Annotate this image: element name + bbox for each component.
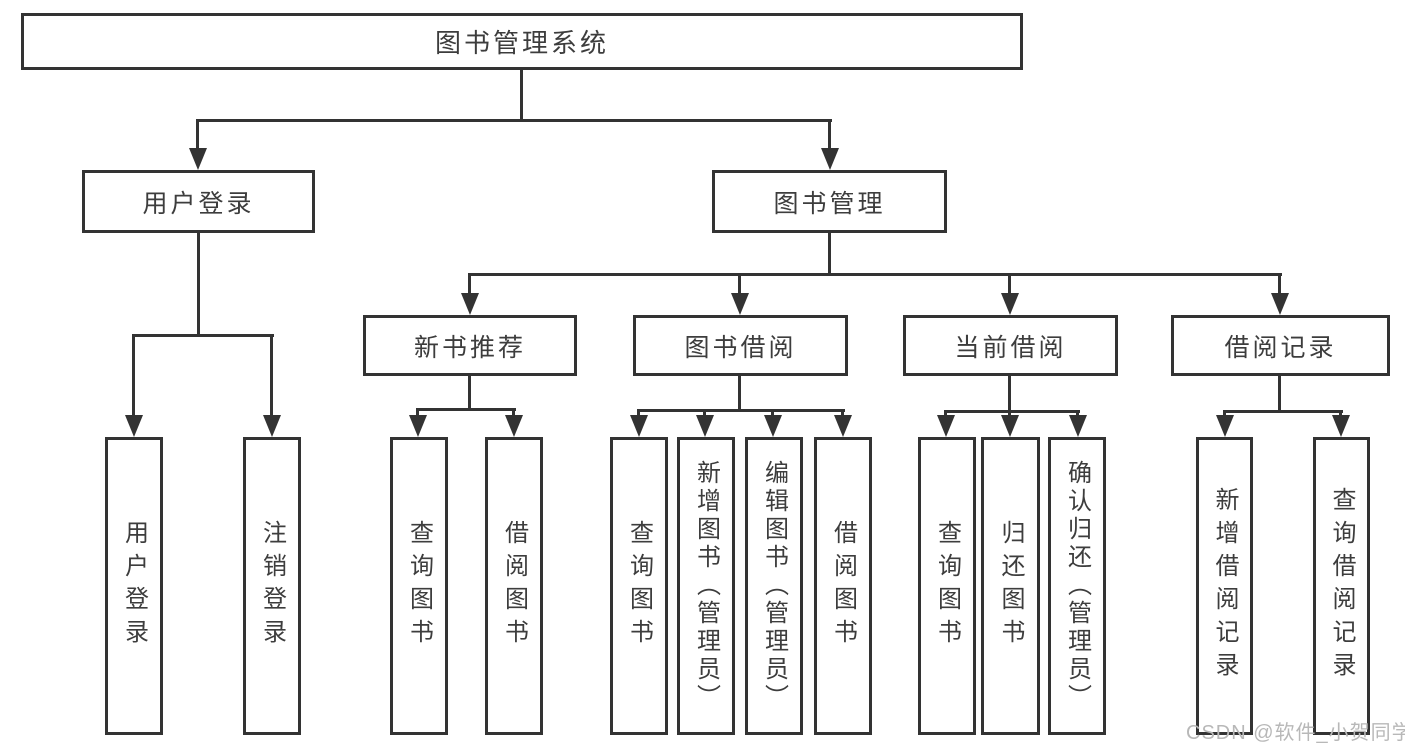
arrow-down-icon (703, 409, 706, 415)
connector-hline (638, 409, 845, 412)
arrow-down-icon (416, 408, 419, 415)
connector-hline (197, 119, 832, 122)
node-label: 图书借阅 (684, 333, 797, 362)
leaf-confirm-return-admin: 确认归还（管理员） (1048, 437, 1106, 735)
leaf-borrow-books: 借阅图书 (814, 437, 872, 735)
leaf-logout: 注销登录 (243, 437, 301, 735)
leaf-return-books: 归还图书 (981, 437, 1040, 735)
leaf-add-borrow-record: 新增借阅记录 (1196, 437, 1253, 735)
arrow-down-icon (828, 119, 831, 148)
node-current-borrow: 当前借阅 (903, 315, 1118, 376)
connector-vline (828, 233, 831, 276)
node-label: 查询图书 (405, 520, 433, 652)
arrow-down-icon (270, 334, 273, 415)
connector-vline (468, 376, 471, 411)
node-user-login: 用户登录 (82, 170, 315, 233)
connector-hline (469, 273, 1282, 276)
node-label: 编辑图书（管理员） (760, 460, 788, 712)
leaf-query-books-newbooks: 查询图书 (390, 437, 448, 735)
csdn-watermark: CSDN @软件_小贺同学 (1186, 722, 1405, 744)
node-label: 注销登录 (258, 520, 286, 652)
leaf-query-books-current: 查询图书 (918, 437, 976, 735)
connector-vline (738, 376, 741, 412)
node-label: 借阅记录 (1224, 333, 1337, 362)
connector-vline (1278, 376, 1281, 413)
node-label: 图书管理系统 (434, 28, 609, 58)
arrow-down-icon (512, 408, 515, 415)
node-label: 新书推荐 (413, 333, 526, 362)
node-label: 用户登录 (120, 520, 148, 652)
node-book-borrow: 图书借阅 (633, 315, 848, 376)
arrow-down-icon (637, 409, 640, 415)
node-label: 归还图书 (997, 520, 1024, 652)
connector-vline (520, 70, 523, 122)
leaf-add-books-admin: 新增图书（管理员） (677, 437, 735, 735)
arrow-down-icon (771, 409, 774, 415)
arrow-down-icon (1339, 410, 1342, 415)
connector-hline (133, 334, 274, 337)
node-new-book-recommend: 新书推荐 (363, 315, 577, 376)
connector-vline (1008, 376, 1011, 413)
leaf-query-borrow-record: 查询借阅记录 (1313, 437, 1370, 735)
arrow-down-icon (1076, 410, 1079, 415)
node-label: 新增图书（管理员） (692, 460, 720, 712)
arrow-down-icon (132, 334, 135, 415)
leaf-edit-books-admin: 编辑图书（管理员） (745, 437, 803, 735)
arrow-down-icon (1008, 410, 1011, 415)
leaf-borrow-books-newbooks: 借阅图书 (485, 437, 543, 735)
node-label: 借阅图书 (500, 520, 528, 652)
node-borrow-records: 借阅记录 (1171, 315, 1390, 376)
node-label: 借阅图书 (829, 520, 857, 652)
leaf-user-login: 用户登录 (105, 437, 163, 735)
connector-hline (417, 408, 516, 411)
node-label: 新增借阅记录 (1211, 487, 1238, 685)
node-label: 图书管理 (773, 189, 886, 218)
arrow-down-icon (944, 410, 947, 415)
connector-vline (197, 233, 200, 337)
arrow-down-icon (196, 119, 199, 148)
node-label: 用户登录 (142, 189, 255, 218)
node-library-system: 图书管理系统 (21, 13, 1023, 70)
node-label: 确认归还（管理员） (1063, 460, 1091, 712)
node-label: 查询图书 (625, 520, 653, 652)
arrow-down-icon (738, 273, 741, 293)
arrow-down-icon (1223, 410, 1226, 415)
arrow-down-icon (1008, 273, 1011, 293)
arrow-down-icon (468, 273, 471, 293)
leaf-query-books-borrow: 查询图书 (610, 437, 668, 735)
node-label: 查询借阅记录 (1328, 487, 1355, 685)
node-label: 查询图书 (933, 520, 961, 652)
connector-hline (945, 410, 1080, 413)
node-book-management: 图书管理 (712, 170, 947, 233)
arrow-down-icon (1278, 273, 1281, 293)
node-label: 当前借阅 (954, 333, 1067, 362)
connector-hline (1224, 410, 1343, 413)
arrow-down-icon (841, 409, 844, 415)
